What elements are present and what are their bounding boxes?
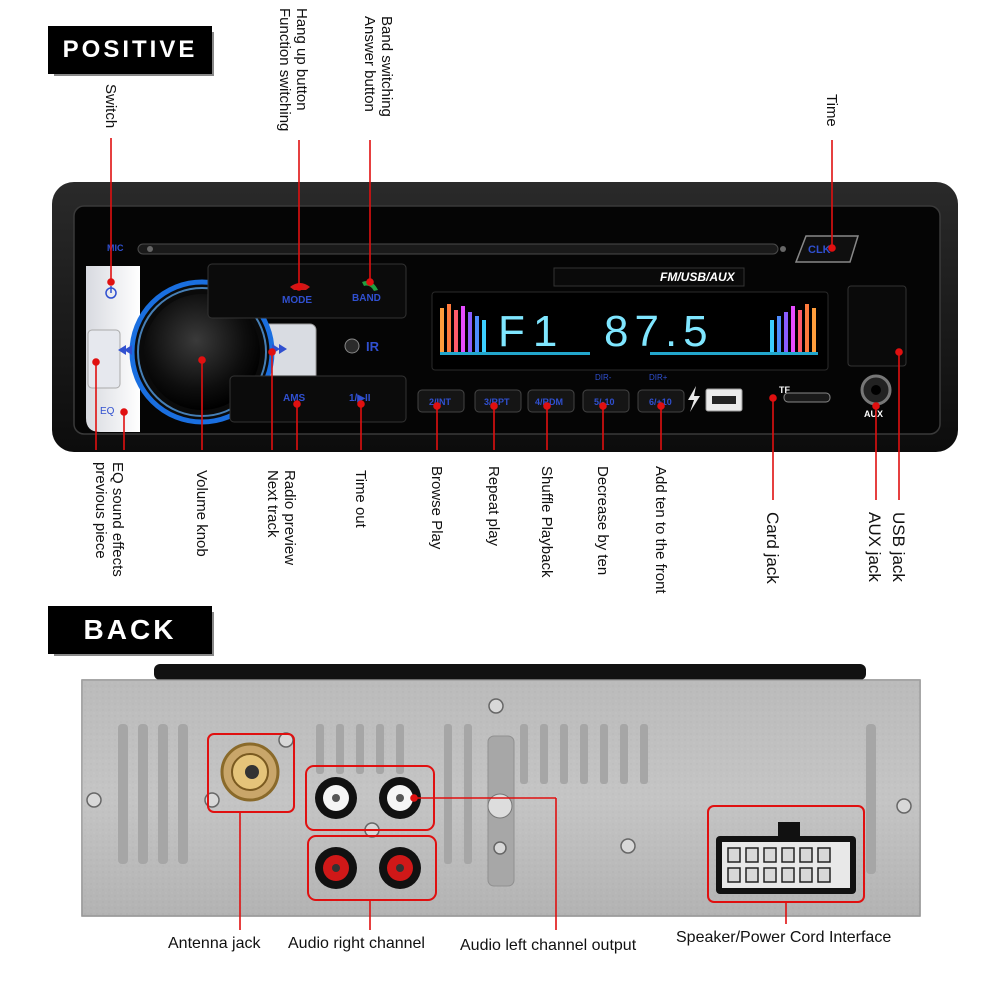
volume-knob-label: Volume knob <box>193 470 210 557</box>
button-4-label: 4/RDM <box>535 397 563 407</box>
button-2-label: 2/INT <box>429 397 452 407</box>
positive-title: POSITIVE <box>50 28 210 72</box>
button-6-label: 6/+10 <box>649 397 672 407</box>
answer-icon <box>362 281 378 291</box>
ams-button-label: AMS <box>283 393 306 404</box>
display-eq-bars-left <box>440 304 590 355</box>
repeat-play-label: Repeat play <box>485 466 502 547</box>
audio-right-channel-label: Audio right channel <box>288 935 425 952</box>
browse-play-label: Browse Play <box>428 466 445 550</box>
back-title: BACK <box>50 608 210 652</box>
add-ten-label: Add ten to the front <box>652 466 669 594</box>
front-panel <box>52 182 958 452</box>
clk-button-label: CLK <box>808 244 831 256</box>
button-5-label: 5/-10 <box>594 397 615 407</box>
audio-left-channel-label: Audio left channel output <box>460 937 637 954</box>
play-pause-button-label: 1/▶II <box>349 393 371 404</box>
antenna-jack-label: Antenna jack <box>168 935 261 952</box>
card-jack-label: Card jack <box>763 512 782 584</box>
eq-button-label: EQ <box>100 406 115 417</box>
decrease-by-ten-label: Decrease by ten <box>594 466 611 576</box>
band-button-label: BAND <box>352 293 381 304</box>
hang-up-label: Hang up button Function switching <box>276 8 310 132</box>
dir-minus-label: DIR- <box>595 373 612 382</box>
display-band-readout: F1 <box>498 307 565 356</box>
back-panel <box>81 664 921 917</box>
time-out-label: Time out <box>352 470 369 528</box>
button-3-label: 3/RPT <box>484 397 510 407</box>
power-icon <box>105 286 117 299</box>
ir-label: IR <box>366 339 380 354</box>
tf-label: TF <box>779 385 790 395</box>
switch-label: Switch <box>102 84 119 129</box>
aux-jack-label: AUX jack <box>865 512 884 582</box>
radio-next-label: Radio preview Next track <box>264 470 298 566</box>
usb-jack-label: USB jack <box>889 512 908 582</box>
previous-track-icon <box>118 345 132 355</box>
mode-button-label: MODE <box>282 295 312 306</box>
display-eq-bars-right <box>650 304 818 355</box>
time-label: Time <box>823 94 840 127</box>
eq-previous-label: EQ sound effects previous piece <box>92 462 126 577</box>
dir-plus-label: DIR+ <box>649 373 668 382</box>
shuffle-playback-label: Shuffle Playback <box>538 466 555 578</box>
callout-lines <box>92 138 903 930</box>
usb-bolt-icon <box>688 386 700 412</box>
fm-usb-aux-label: FM/USB/AUX <box>660 270 736 284</box>
mic-label: MIC <box>107 243 124 253</box>
display-frequency-readout: 87.5 <box>604 307 714 356</box>
speaker-power-interface-label: Speaker/Power Cord Interface <box>676 929 892 946</box>
aux-port-label: AUX <box>864 409 883 419</box>
band-switching-label: Band switching Answer button <box>361 16 395 117</box>
